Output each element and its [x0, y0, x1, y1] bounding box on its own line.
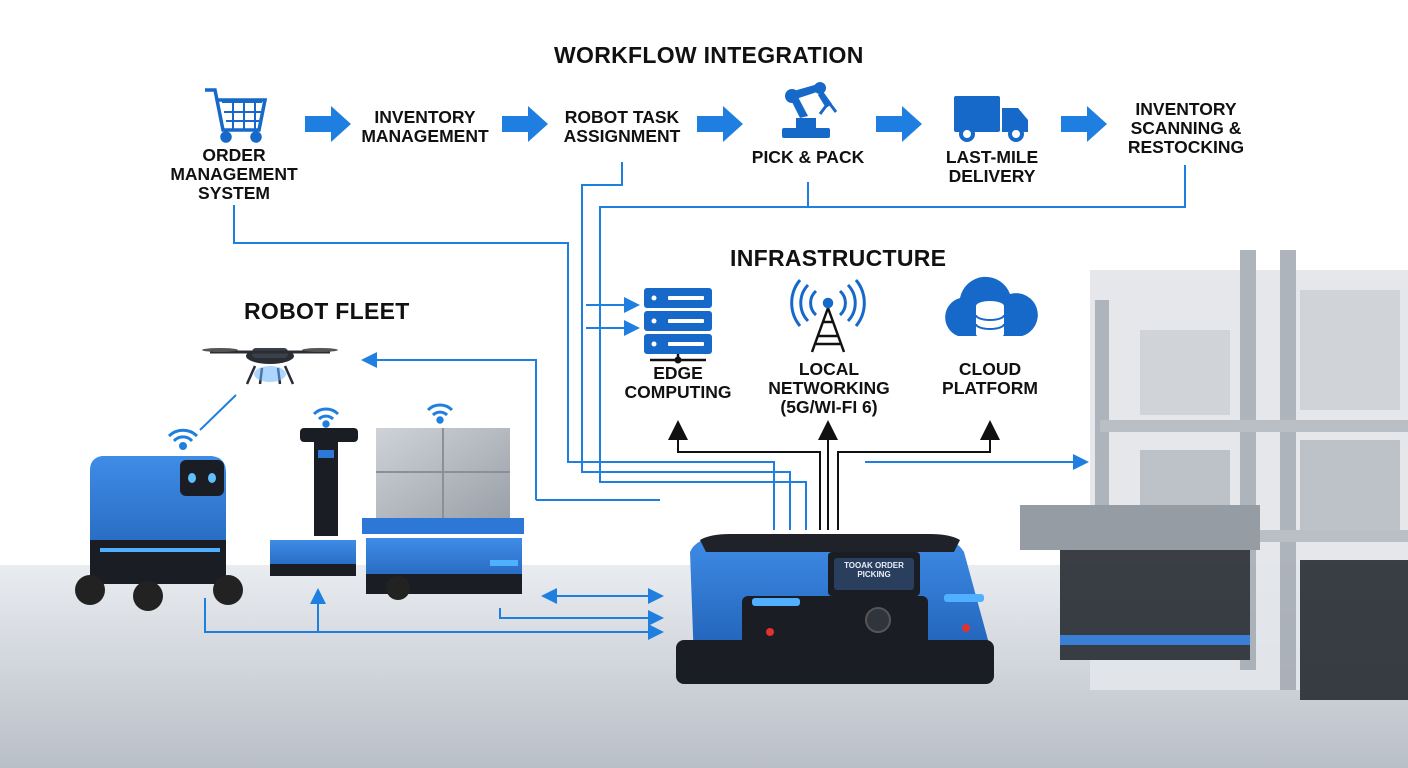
delivery-robot [75, 456, 243, 611]
connector-pick [599, 182, 809, 530]
drone-link [199, 394, 237, 431]
robot-screen-text: TOOAK ORDER PICKING [844, 561, 904, 580]
step-arrow-1 [305, 106, 351, 142]
step-label-pick-pack: PICK & PACK [751, 147, 865, 167]
robot-fleet-heading: ROBOT FLEET [244, 298, 410, 324]
connector-restock [808, 165, 1186, 208]
workflow-heading: WORKFLOW INTEGRATION [554, 42, 864, 68]
connector-drone [361, 352, 537, 500]
infrastructure-heading: INFRASTRUCTURE [730, 245, 947, 271]
cloud-database-icon [945, 276, 1038, 339]
step-arrow-2 [502, 106, 548, 142]
pallet-robot [362, 428, 524, 600]
shopping-cart-icon [205, 88, 268, 143]
radio-tower-icon [790, 279, 866, 353]
infrastructure-connectors [668, 420, 1000, 530]
robotic-arm-icon [782, 82, 838, 138]
step-arrows [305, 106, 1107, 142]
warehouse-shelving [1020, 250, 1408, 700]
workflow-connectors [204, 162, 1186, 640]
connector-delivery [204, 598, 664, 640]
step-label-robot-task-assignment: ROBOT TASK ASSIGNMENT [563, 107, 681, 146]
main-amr-robot [676, 534, 994, 684]
wifi-icons [167, 403, 454, 450]
infra-label-edge-computing: EDGE COMPUTING [624, 363, 732, 402]
infra-label-cloud-platform: CLOUD PLATFORM [942, 359, 1038, 398]
step-arrow-3 [697, 106, 743, 142]
step-label-inventory-scanning: INVENTORY SCANNING & RESTOCKING [1127, 99, 1245, 157]
connector-pallet-c [499, 608, 664, 626]
step-label-last-mile-delivery: LAST-MILE DELIVERY [945, 147, 1039, 186]
step-arrow-4 [876, 106, 922, 142]
step-arrow-5 [1061, 106, 1107, 142]
drone [202, 348, 338, 385]
connector-oms [233, 205, 775, 530]
step-label-order-management: ORDER MANAGEMENT SYSTEM [170, 145, 298, 203]
pedestal-robot [270, 428, 358, 576]
infra-label-local-networking: LOCAL NETWORKING (5G/Wi-Fi 6) [768, 359, 890, 417]
delivery-truck-icon [954, 96, 1028, 142]
server-rack-icon [644, 288, 712, 364]
step-label-inventory-management: INVENTORY MANAGEMENT [361, 107, 489, 146]
